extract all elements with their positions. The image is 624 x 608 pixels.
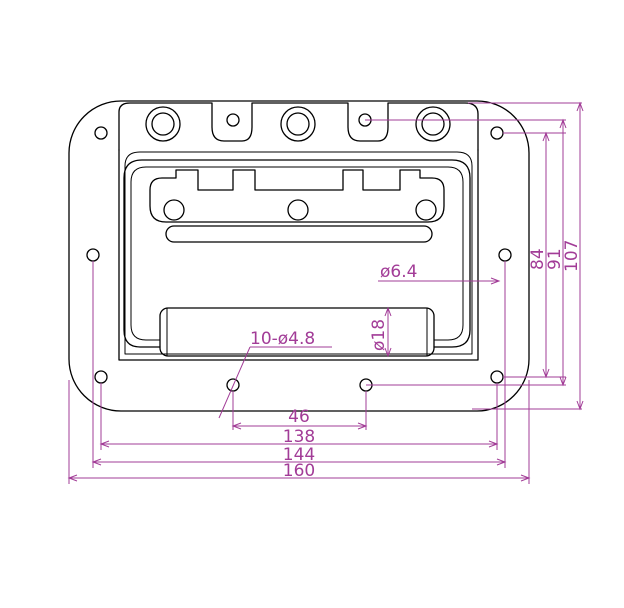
boss-right xyxy=(415,106,451,142)
boss-left-inner xyxy=(151,112,175,136)
dim-label-144: 144 xyxy=(283,445,315,465)
dim-label-small-hole: ø6.4 xyxy=(380,262,417,282)
bail-outer xyxy=(123,159,471,348)
boss-mid xyxy=(280,106,316,142)
tray-outline xyxy=(118,102,479,151)
tray-bar xyxy=(165,225,433,243)
tab-hole-left xyxy=(226,113,240,127)
mount-hole-ml xyxy=(86,248,100,262)
dim-label-mount-holes: 10-ø4.8 xyxy=(250,329,315,349)
dimension-labels: 46 138 144 160 ø6.4 10-ø4.8 ø18 84 91 10… xyxy=(250,240,582,481)
boss-right-inner xyxy=(421,112,445,136)
dim-label-160: 160 xyxy=(283,461,315,481)
handle-part xyxy=(68,100,530,412)
tray-outline-sides xyxy=(118,149,479,361)
dim-label-91: 91 xyxy=(545,248,565,270)
outer-flange xyxy=(68,100,530,412)
mount-hole-mr xyxy=(498,248,512,262)
dim-label-107: 107 xyxy=(562,240,582,272)
grip-tube xyxy=(159,307,435,357)
dim-label-46: 46 xyxy=(288,407,310,427)
boss-left xyxy=(145,106,181,142)
dim-label-84: 84 xyxy=(528,248,548,270)
mount-hole-bl xyxy=(94,370,108,384)
mount-hole-tr xyxy=(490,126,504,140)
tray-inner-wall xyxy=(124,151,473,355)
dim-label-138: 138 xyxy=(283,427,315,447)
hinge-pin-right xyxy=(415,199,437,221)
hinge-pin-mid xyxy=(287,199,309,221)
hinge-pin-left xyxy=(163,199,185,221)
mount-hole-br xyxy=(490,370,504,384)
boss-mid-inner xyxy=(286,112,310,136)
mount-hole-tl xyxy=(94,126,108,140)
dimensions xyxy=(67,101,584,484)
hinge-block xyxy=(149,169,445,223)
dim-label-18: ø18 xyxy=(369,319,389,351)
bail-inner xyxy=(130,166,464,341)
